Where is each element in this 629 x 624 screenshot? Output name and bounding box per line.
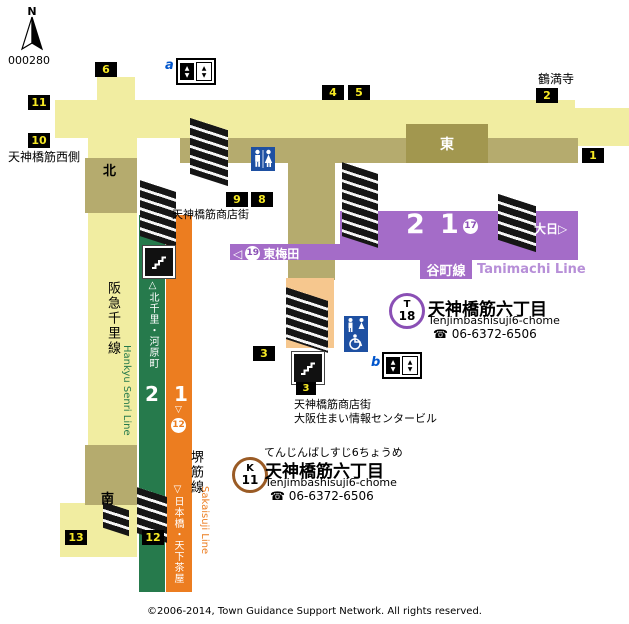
east-gate-block: 東 xyxy=(406,124,488,163)
exit-5: 5 xyxy=(348,85,370,100)
elevator-cell-icon: ▲ ▼ xyxy=(180,63,194,80)
exit-9: 9 xyxy=(226,192,248,207)
hankyu-line-name: 阪急千里線 xyxy=(105,281,120,356)
stairs-square-icon xyxy=(143,246,175,278)
arrow-up-icon: ▲ xyxy=(407,358,413,366)
sakaisuji-line-name: 堺筋線 xyxy=(188,450,203,495)
exit-11: 11 xyxy=(28,95,50,110)
concourse-top-band xyxy=(180,138,578,163)
hankyu-line-name-en: Hankyu Senri Line xyxy=(121,345,132,436)
tanimachi-platform-1: 1 xyxy=(440,209,459,240)
sakaisuji-line-name-en: Sakaisuji Line xyxy=(199,486,210,555)
corridor-top xyxy=(55,100,575,138)
compass-n-label: N xyxy=(27,5,36,18)
sakaisuji-direction: ▽日本橋・天下茶屋 xyxy=(172,484,183,584)
arrow-down-icon: ▼ xyxy=(184,71,190,79)
arrow-left-icon: ◁ xyxy=(233,246,243,261)
staircase-glyph xyxy=(152,256,166,269)
station-number: 18 xyxy=(398,309,416,323)
arrow-down-icon: ▼ xyxy=(390,365,396,373)
arrow-down-icon: ▼ xyxy=(407,365,413,373)
sakaisuji-station-kana: てんじんばしすじ6ちょうめ xyxy=(264,446,403,459)
sakaisuji-platform-1: 1 xyxy=(174,382,188,406)
restroom-icon xyxy=(251,147,275,171)
label-north: 北 xyxy=(103,164,117,179)
concourse-south xyxy=(85,445,137,505)
map-code: 000280 xyxy=(8,54,50,67)
tanimachi-station-name-en: Tenjimbashisuji6-chome xyxy=(428,314,560,327)
car-position-19: 19 xyxy=(245,246,261,261)
staircase-glyph xyxy=(301,362,315,375)
tanimachi-line-name-en: Tanimachi Line xyxy=(477,262,586,277)
direction-higashi-umeda: ◁ 19 東梅田 xyxy=(233,245,299,262)
tanimachi-platform-band-thin xyxy=(230,244,578,260)
exit-6: 6 xyxy=(95,62,117,77)
exit-3: 3 xyxy=(253,346,275,361)
exit-12: 12 xyxy=(142,530,164,545)
arrow-up-icon: ▲ xyxy=(201,64,207,72)
tanimachi-platform-band xyxy=(340,211,578,244)
arrow-down-icon: ▼ xyxy=(201,71,207,79)
elevator-b-label: b xyxy=(371,355,381,370)
exit-1: 1 xyxy=(582,148,604,163)
compass-needle-west xyxy=(20,16,33,51)
sakaisuji-station-tel: ☎ 06-6372-6506 xyxy=(270,489,374,503)
tanimachi-station-name: 天神橋筋六丁目 xyxy=(428,300,547,320)
label-sumai-center: 大阪住まい情報センタービル xyxy=(294,412,437,425)
stairs-square-icon xyxy=(292,352,324,384)
tanimachi-station-symbol: T 18 xyxy=(389,293,425,329)
label-shotengai-upper: 天神橋筋商店街 xyxy=(172,208,249,221)
corridor-exit6-stub xyxy=(97,77,135,102)
hankyu-platform-2: 2 xyxy=(145,382,159,406)
label-tsurumanji: 鶴満寺 xyxy=(538,72,575,86)
stairs-icon xyxy=(342,162,378,248)
restroom-wheelchair-icon xyxy=(344,316,368,352)
direction-higashi-umeda-label: 東梅田 xyxy=(263,247,300,261)
sakaisuji-station-name-en: Tenjimbashisuji6-chome xyxy=(265,476,397,489)
exit-8: 8 xyxy=(251,192,273,207)
sakaisuji-station-symbol: K 11 xyxy=(232,457,268,493)
label-tenjinbashisuji-west: 天神橋筋西側 xyxy=(8,150,81,164)
elevator-a-label: a xyxy=(165,58,174,73)
copyright-text: ©2006-2014, Town Guidance Support Networ… xyxy=(147,606,482,617)
east-gate-label: 東 xyxy=(440,136,454,153)
elevator-cell-icon: ▲ ▼ xyxy=(402,356,418,375)
station-number: 11 xyxy=(241,473,259,487)
elevator-icon-a: ▲ ▼ ▲ ▼ xyxy=(176,58,216,85)
car-position-12: 12 xyxy=(171,418,186,433)
hankyu-direction: △北千里・河原町 xyxy=(147,280,158,369)
exit-4: 4 xyxy=(322,85,344,100)
compass-needle-east xyxy=(31,16,44,51)
station-letter: K xyxy=(246,463,254,474)
exit-10: 10 xyxy=(28,133,50,148)
arrow-up-icon: ▲ xyxy=(184,64,190,72)
elevator-cell-icon: ▲ ▼ xyxy=(196,62,212,81)
compass-icon: N xyxy=(20,5,44,51)
station-letter: T xyxy=(403,299,411,310)
stairs-icon xyxy=(140,180,176,248)
car-position-17: 17 xyxy=(463,219,478,234)
tanimachi-platform-2: 2 xyxy=(406,209,425,240)
arrow-up-icon: ▲ xyxy=(390,358,396,366)
car-12-arrow: ▽ xyxy=(175,405,182,415)
direction-dainichi: 大日▷ xyxy=(534,222,568,236)
tanimachi-line-name: 谷町線 xyxy=(420,260,472,279)
stairs-icon xyxy=(190,117,228,187)
concourse-north xyxy=(85,158,137,213)
elevator-icon-b: ▲ ▼ ▲ ▼ xyxy=(382,352,422,379)
sakaisuji-station-name: 天神橋筋六丁目 xyxy=(265,462,384,482)
elevator-cell-icon: ▲ ▼ xyxy=(386,357,400,374)
tanimachi-station-tel: ☎ 06-6372-6506 xyxy=(433,327,537,341)
exit-3-stair-tag: 3 xyxy=(296,382,316,395)
exit-13: 13 xyxy=(65,530,87,545)
exit-2: 2 xyxy=(536,88,558,103)
label-shotengai-lower: 天神橋筋商店街 xyxy=(294,398,371,411)
label-south: 南 xyxy=(101,492,115,507)
